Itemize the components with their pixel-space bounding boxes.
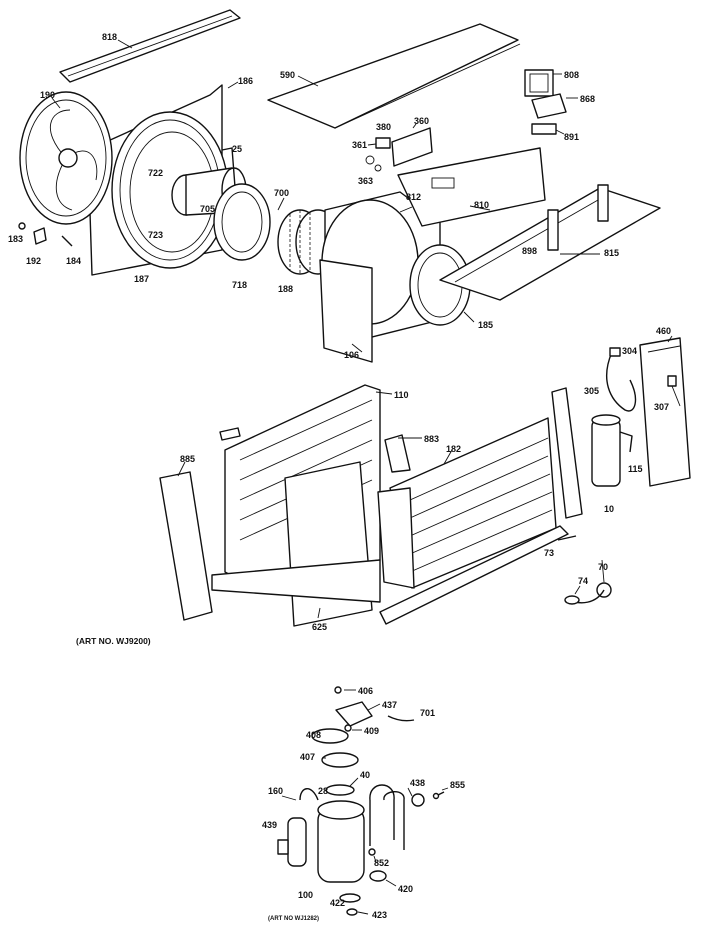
part-label: 190 <box>40 90 55 100</box>
part-label: 25 <box>232 144 242 154</box>
part-label: 188 <box>278 284 293 294</box>
part-label: 160 <box>268 786 283 796</box>
part-label: 891 <box>564 132 579 142</box>
part-label: 423 <box>372 910 387 920</box>
part-label: 868 <box>580 94 595 104</box>
part-label: 70 <box>598 562 608 572</box>
part-label: 808 <box>564 70 579 80</box>
part-label: 722 <box>148 168 163 178</box>
part-label: 360 <box>414 116 429 126</box>
part-label: 437 <box>382 700 397 710</box>
blower-housing-part <box>319 191 471 363</box>
part-label: 184 <box>66 256 81 266</box>
part-label: 115 <box>628 464 643 474</box>
fan-shroud-assembly <box>19 84 247 276</box>
part-label: 187 <box>134 274 149 284</box>
part-label: 723 <box>148 230 163 240</box>
leader-lines <box>51 39 681 915</box>
part-label: 815 <box>604 248 619 258</box>
evaporator-coil-part <box>377 417 569 625</box>
part-label: 110 <box>394 390 409 400</box>
part-label: 305 <box>584 386 599 396</box>
top-panel-part <box>267 23 521 129</box>
compressor-assembly <box>277 686 445 916</box>
orifice-plate-part <box>213 183 271 261</box>
part-label: 74 <box>578 576 588 586</box>
art-number-caption: (ART NO. WJ9200) <box>76 636 151 646</box>
part-label: 718 <box>232 280 247 290</box>
part-label: 460 <box>656 326 671 336</box>
part-label: 28 <box>318 786 328 796</box>
partition-panel-part <box>397 147 546 227</box>
part-label: 182 <box>446 444 461 454</box>
part-label: 898 <box>522 246 537 256</box>
part-label: 380 <box>376 122 391 132</box>
switch-parts <box>365 127 433 172</box>
thermostat-parts <box>557 535 612 605</box>
capacitor-part <box>591 414 633 487</box>
part-label: 304 <box>622 346 637 356</box>
fasteners-part <box>18 222 73 247</box>
side-bracket-part <box>551 387 583 519</box>
part-label: 407 <box>300 752 315 762</box>
part-label: 590 <box>280 70 295 80</box>
part-label: 73 <box>544 548 554 558</box>
part-label: 812 <box>406 192 421 202</box>
part-label: 185 <box>478 320 493 330</box>
part-label: 422 <box>330 898 345 908</box>
part-label: 855 <box>450 780 465 790</box>
part-label: 883 <box>424 434 439 444</box>
part-label: 409 <box>364 726 379 736</box>
part-label: 810 <box>474 200 489 210</box>
part-label: 852 <box>374 858 389 868</box>
part-label: 361 <box>352 140 367 150</box>
top-cover-part <box>59 9 241 83</box>
control-panel-part <box>606 337 691 487</box>
part-label: 106 <box>344 350 359 360</box>
part-label: 192 <box>26 256 41 266</box>
part-label: 183 <box>8 234 23 244</box>
part-label: 10 <box>604 504 614 514</box>
part-label: 705 <box>200 204 215 214</box>
part-label: 625 <box>312 622 327 632</box>
part-label: 439 <box>262 820 277 830</box>
base-pan-part <box>439 184 661 301</box>
part-label: 701 <box>420 708 435 718</box>
part-label: 420 <box>398 884 413 894</box>
part-label: 307 <box>654 402 669 412</box>
art-number-caption-bottom: (ART NO WJ1282) <box>268 916 319 922</box>
part-label: 438 <box>410 778 425 788</box>
part-label: 700 <box>274 188 289 198</box>
part-label: 363 <box>358 176 373 186</box>
part-label: 885 <box>180 454 195 464</box>
part-label: 406 <box>358 686 373 696</box>
part-label: 818 <box>102 32 117 42</box>
part-label: 186 <box>238 76 253 86</box>
part-label: 40 <box>360 770 370 780</box>
part-number-labels: 818 590 808 868 891 360 361 380 363 190 … <box>8 32 671 920</box>
part-label: 408 <box>306 730 321 740</box>
condenser-assembly <box>159 384 411 627</box>
part-label: 100 <box>298 890 313 900</box>
control-parts-topright <box>524 69 567 135</box>
